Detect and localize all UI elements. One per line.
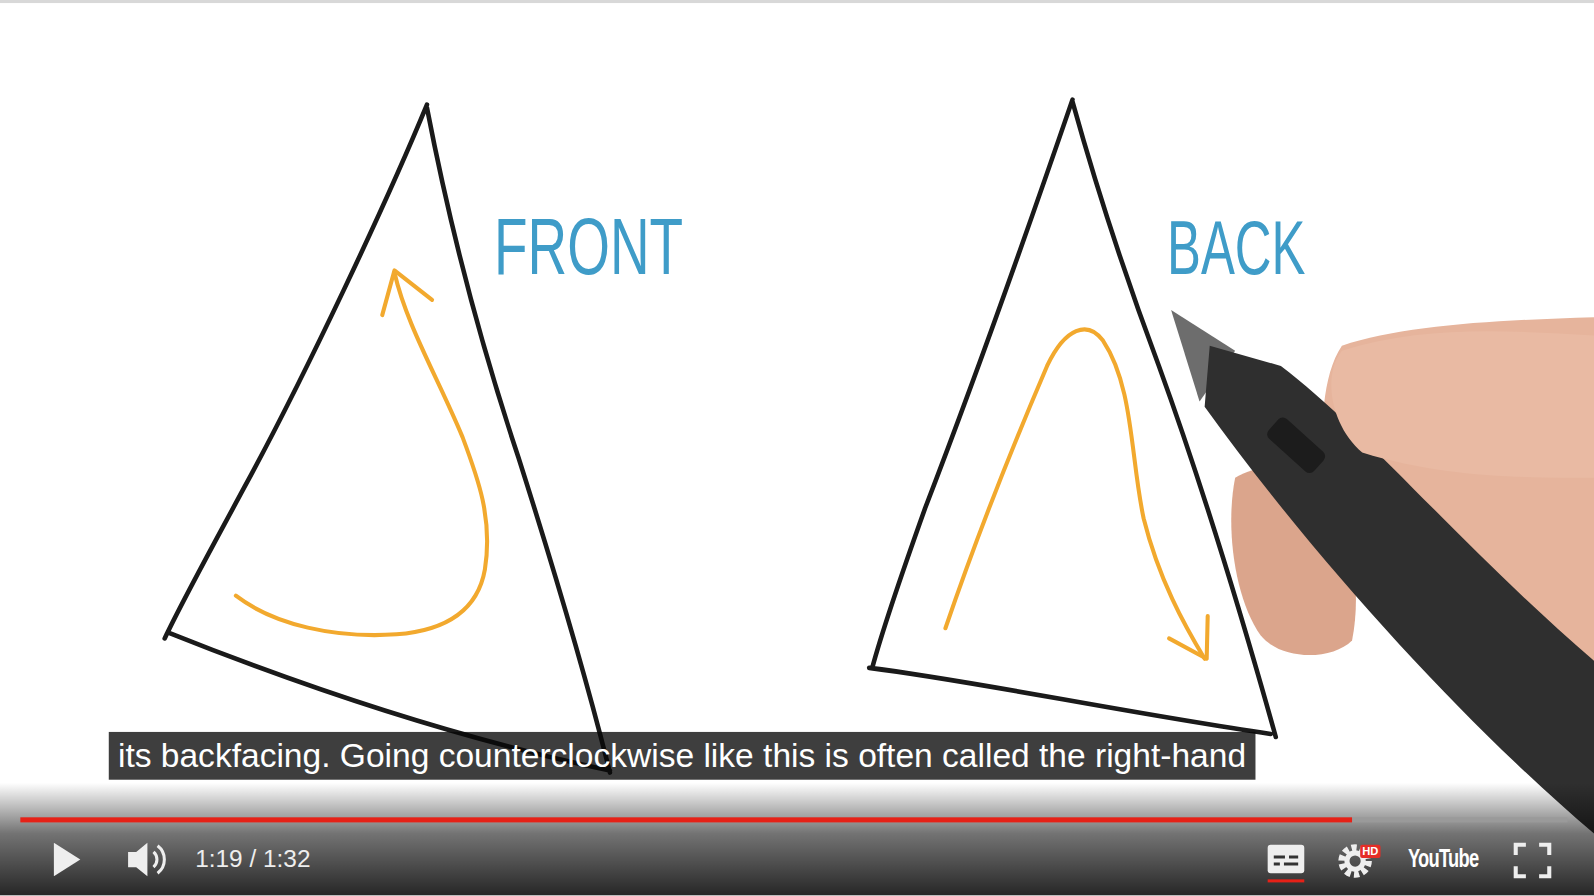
winding-arrow (236, 272, 487, 635)
volume-icon (128, 843, 147, 877)
play-icon (54, 843, 80, 877)
progress-track (20, 817, 1567, 822)
progress-played (20, 817, 1352, 822)
pen-button (1265, 415, 1328, 475)
fullscreen-icon (1516, 845, 1550, 877)
view-label: BACK (1167, 204, 1305, 292)
time-display: 1:19 / 1:32 (195, 845, 310, 873)
control-shade (0, 783, 1594, 896)
subtitles-lines (1274, 857, 1298, 864)
top-edge (0, 0, 1594, 3)
arrow-head (1169, 616, 1208, 659)
winding-arrow (945, 329, 1204, 658)
subtitles-icon (1268, 845, 1305, 873)
subtitle: its backfacing. Going counterclockwise l… (109, 732, 1255, 780)
arrow-head (382, 270, 432, 315)
hd-badge: HD (1360, 845, 1380, 858)
youtube-logo: YouTube (1408, 844, 1478, 873)
subtitles-active (1268, 879, 1305, 882)
volume-waves (154, 846, 165, 873)
thumb (1331, 331, 1594, 477)
view-label: FRONT (494, 200, 683, 291)
